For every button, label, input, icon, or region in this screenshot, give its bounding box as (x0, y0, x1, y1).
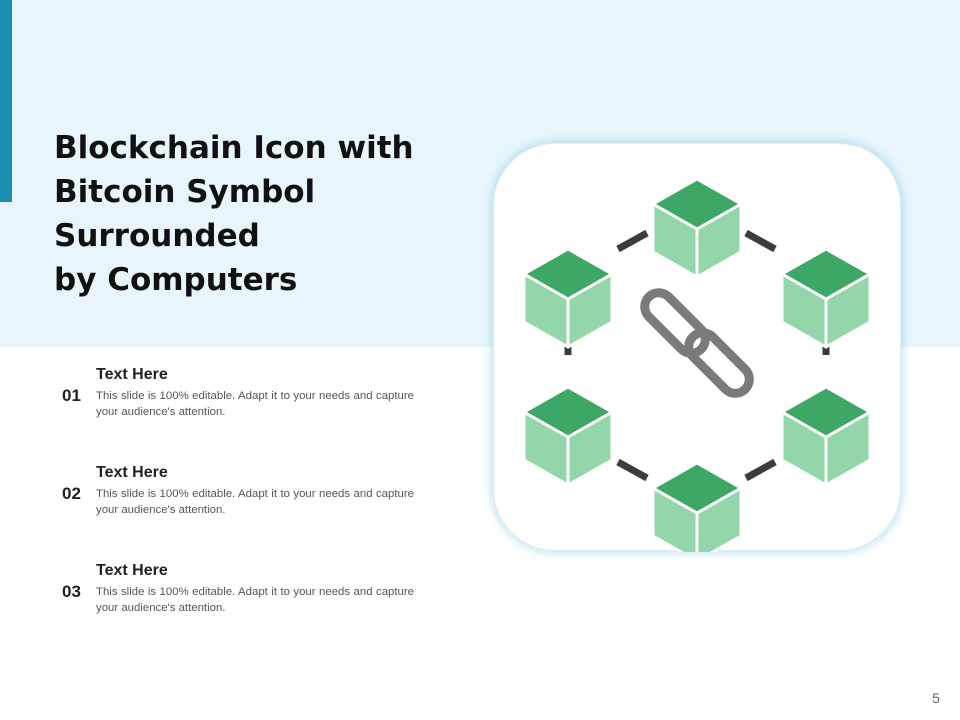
list-item: 01 Text Here This slide is 100% editable… (60, 366, 420, 436)
title-line: by Computers (54, 262, 298, 298)
title-line: Surrounded (54, 218, 260, 254)
cube-top-face (651, 177, 743, 231)
cube-top-face (651, 461, 743, 515)
blockchain-icon (522, 177, 872, 552)
accent-bar (0, 0, 12, 202)
block-cube-icon (780, 385, 872, 487)
item-body: This slide is 100% editable. Adapt it to… (96, 390, 414, 418)
title-line: Blockchain Icon with (54, 130, 414, 166)
block-cube-icon (651, 177, 743, 279)
item-number: 01 (62, 386, 81, 405)
connector-line (616, 458, 649, 482)
item-body: This slide is 100% editable. Adapt it to… (96, 488, 414, 516)
item-heading: Text Here (96, 464, 168, 481)
cube-top-face (522, 385, 614, 439)
item-heading: Text Here (96, 562, 168, 579)
connector-line (616, 229, 649, 253)
chain-link-icon (640, 288, 754, 398)
list-item: 03 Text Here This slide is 100% editable… (60, 562, 420, 632)
block-cube-icon (522, 385, 614, 487)
block-cube-icon (780, 247, 872, 349)
block-cube-icon (522, 247, 614, 349)
cube-top-face (780, 385, 872, 439)
cube-top-face (522, 247, 614, 301)
chain-link-segment (684, 328, 754, 398)
item-heading: Text Here (96, 366, 168, 383)
title-line: Bitcoin Symbol (54, 174, 316, 210)
item-number: 02 (62, 484, 81, 503)
connector-line (744, 229, 777, 253)
block-cube-icon (651, 461, 743, 552)
page-number: 5 (932, 690, 940, 706)
list-item: 02 Text Here This slide is 100% editable… (60, 464, 420, 534)
item-body: This slide is 100% editable. Adapt it to… (96, 586, 414, 614)
connector-line (744, 458, 777, 482)
item-number: 03 (62, 582, 81, 601)
cube-top-face (780, 247, 872, 301)
slide-title: Blockchain Icon with Bitcoin Symbol Surr… (54, 126, 454, 302)
blockchain-icon-card (493, 143, 901, 552)
chain-link-segment (640, 288, 710, 358)
